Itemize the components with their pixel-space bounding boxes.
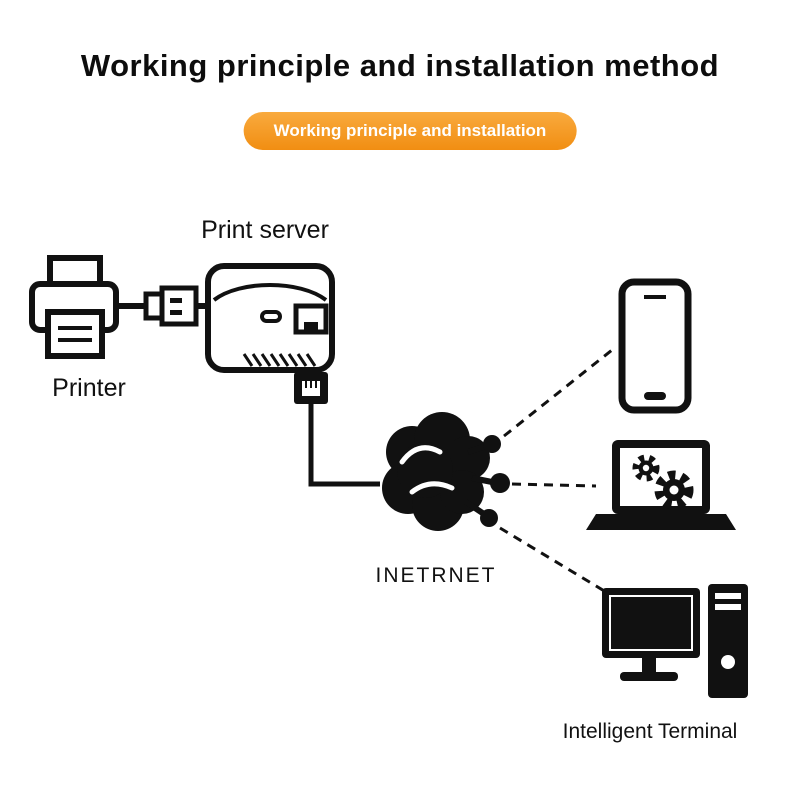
desktop-computer-icon [602,584,748,698]
cloud-to-laptop-dashed [511,482,597,488]
usb-cable-icon [116,285,210,327]
cloud-to-smartphone-dashed [503,348,613,438]
cloud-to-devices-dashed-links [499,348,613,594]
intelligent-terminal-label: Intelligent Terminal [562,720,738,743]
page-title: Working principle and installation metho… [80,48,720,83]
server-to-cloud-wire [308,404,380,487]
ethernet-jack-icon [294,372,328,404]
gear-icon [632,454,660,482]
cloud-to-desktop-dashed [499,526,607,594]
printer-icon [29,255,119,359]
print-server-icon [205,263,335,373]
printer-label: Printer [52,374,126,402]
gear-icon [654,470,694,510]
laptop-gears-icon [586,440,736,530]
internet-cloud-icon [382,412,510,531]
print-server-label: Print server [201,216,329,244]
internet-label: INETRNET [375,564,497,587]
subtitle-badge: Working principle and installation [243,112,577,150]
smartphone-icon [618,278,692,414]
